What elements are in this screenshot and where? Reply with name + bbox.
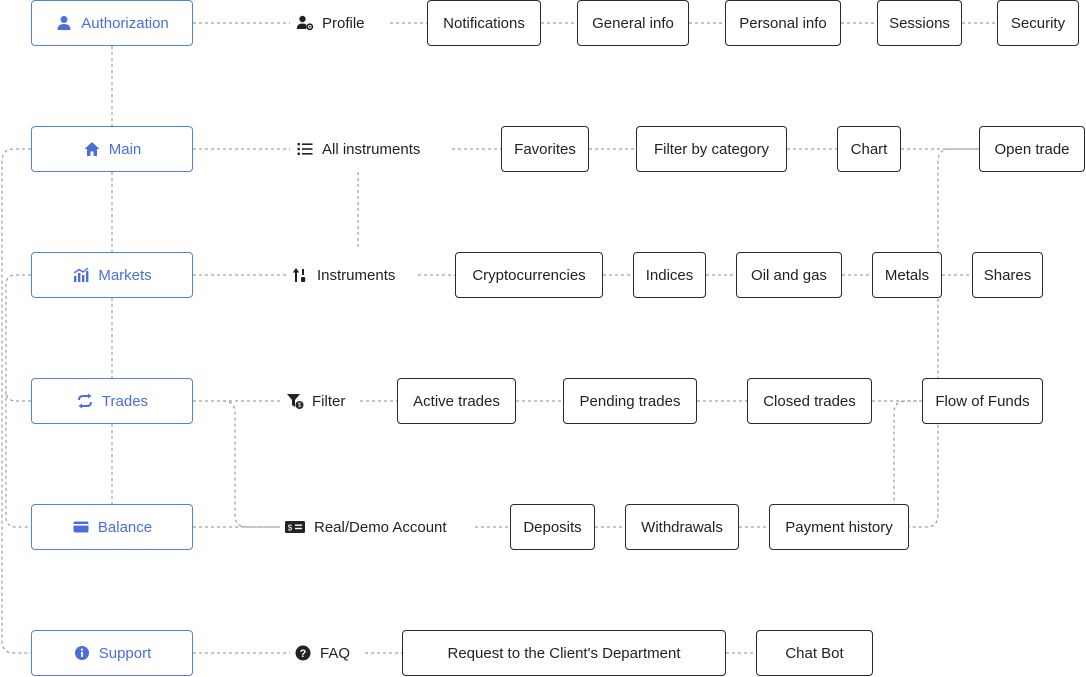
trades-node[interactable]: Trades — [31, 378, 193, 424]
filter-label: Filter — [312, 392, 346, 410]
sort-icon — [291, 266, 309, 284]
profile-hub[interactable]: Profile — [292, 13, 369, 33]
active-trades-node[interactable]: Active trades — [397, 378, 516, 424]
faq-hub[interactable]: ? FAQ — [290, 643, 355, 663]
instruments-hub[interactable]: Instruments — [287, 265, 400, 285]
list-icon — [296, 140, 314, 158]
markets-label: Markets — [98, 266, 152, 284]
payment-history-node[interactable]: Payment history — [769, 504, 909, 550]
filter-by-category-node[interactable]: Filter by category — [636, 126, 787, 172]
profile-label: Profile — [322, 14, 365, 32]
personal-info-node[interactable]: Personal info — [725, 0, 841, 46]
main-node[interactable]: Main — [31, 126, 193, 172]
flow-of-funds-node[interactable]: Flow of Funds — [922, 378, 1043, 424]
svg-text:?: ? — [300, 648, 307, 660]
metals-node[interactable]: Metals — [872, 252, 942, 298]
question-icon: ? — [294, 644, 312, 662]
chart-node[interactable]: Chart — [837, 126, 901, 172]
cryptocurrencies-node[interactable]: Cryptocurrencies — [455, 252, 603, 298]
banknote-icon: $ — [284, 518, 306, 536]
info-icon — [73, 644, 91, 662]
faq-label: FAQ — [320, 644, 351, 662]
filter-dollar-icon: $ — [286, 392, 304, 410]
favorites-node[interactable]: Favorites — [501, 126, 589, 172]
authorization-label: Authorization — [81, 14, 169, 32]
indices-node[interactable]: Indices — [633, 252, 706, 298]
bar-chart-icon — [72, 266, 90, 284]
real-demo-account-hub[interactable]: $ Real/Demo Account — [280, 517, 451, 537]
balance-node[interactable]: Balance — [31, 504, 193, 550]
shares-node[interactable]: Shares — [972, 252, 1043, 298]
oil-and-gas-node[interactable]: Oil and gas — [736, 252, 842, 298]
chat-bot-node[interactable]: Chat Bot — [756, 630, 873, 676]
all-instruments-label: All instruments — [322, 140, 421, 158]
withdrawals-node[interactable]: Withdrawals — [625, 504, 739, 550]
swap-arrows-icon — [76, 392, 94, 410]
all-instruments-hub[interactable]: All instruments — [292, 139, 425, 159]
sessions-node[interactable]: Sessions — [877, 0, 962, 46]
general-info-node[interactable]: General info — [577, 0, 689, 46]
markets-node[interactable]: Markets — [31, 252, 193, 298]
user-gear-icon — [296, 14, 314, 32]
security-node[interactable]: Security — [997, 0, 1079, 46]
real-demo-account-label: Real/Demo Account — [314, 518, 447, 536]
closed-trades-node[interactable]: Closed trades — [747, 378, 872, 424]
balance-label: Balance — [97, 518, 153, 536]
deposits-node[interactable]: Deposits — [510, 504, 595, 550]
trades-label: Trades — [101, 392, 149, 410]
wallet-icon — [72, 518, 90, 536]
svg-text:$: $ — [298, 403, 302, 409]
pending-trades-node[interactable]: Pending trades — [563, 378, 697, 424]
authorization-node[interactable]: Authorization — [31, 0, 193, 46]
filter-hub[interactable]: $ Filter — [282, 391, 350, 411]
open-trade-node[interactable]: Open trade — [979, 126, 1085, 172]
support-label: Support — [98, 644, 152, 662]
home-icon — [83, 140, 101, 158]
svg-text:$: $ — [288, 524, 293, 533]
support-node[interactable]: Support — [31, 630, 193, 676]
user-icon — [55, 14, 73, 32]
notifications-node[interactable]: Notifications — [427, 0, 541, 46]
instruments-label: Instruments — [317, 266, 396, 284]
request-client-department-node[interactable]: Request to the Client's Department — [402, 630, 726, 676]
main-label: Main — [108, 140, 142, 158]
